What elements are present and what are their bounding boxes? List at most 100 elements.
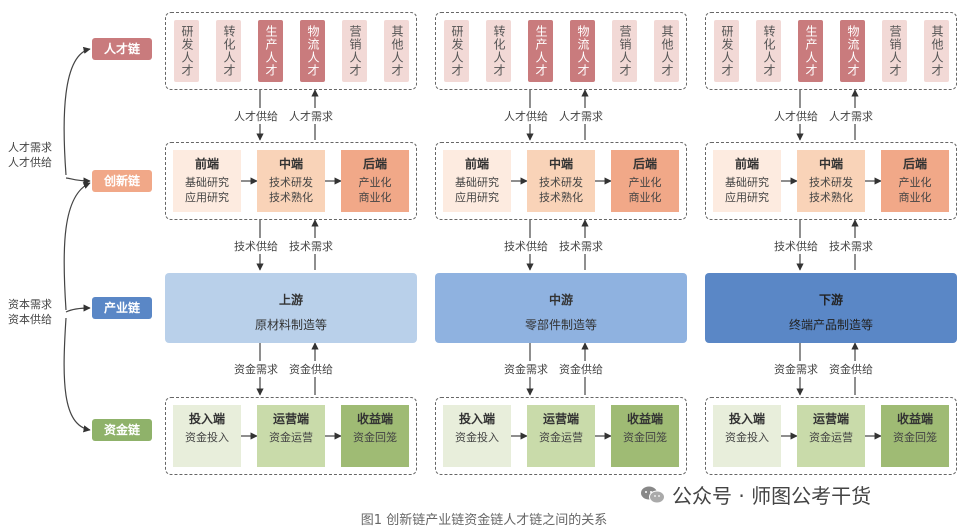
industry-segment-desc: 零部件制造等	[524, 318, 597, 332]
industry-segment-desc: 原材料制造等	[254, 318, 327, 332]
brace-capital-to-innovation	[63, 182, 91, 311]
talent-demand-label: 人才需求	[559, 108, 603, 124]
capital-needs-note: 资本需求 资本供给	[8, 298, 52, 326]
brace-to-talent	[63, 46, 91, 176]
capital-stage-line: 资金投入	[455, 431, 499, 444]
talent-item: 研发人才	[174, 20, 199, 82]
talent-demand-label: 人才需求	[829, 108, 873, 124]
brace-to-innovation	[65, 177, 91, 185]
tech-demand-label: 技术需求	[829, 238, 873, 254]
innovation-stage-title: 前端	[734, 157, 759, 171]
innovation-stage-line: 基础研究	[185, 176, 229, 189]
capital-stage: 投入端资金投入	[173, 405, 241, 467]
innovation-stage-line: 应用研究	[725, 191, 769, 204]
capital-box-0	[165, 397, 417, 475]
tech-supply-label: 技术供给	[774, 238, 818, 254]
industry-segment: 中游零部件制造等	[435, 273, 687, 343]
capital-stage: 运营端资金运营	[527, 405, 595, 467]
talent-item: 其他人才	[654, 20, 679, 82]
talent-item: 其他人才	[924, 20, 949, 82]
innovation-stage: 后端产业化商业化	[881, 150, 949, 212]
innovation-stage-line: 产业化	[628, 176, 662, 189]
capital-stage-title: 收益端	[896, 412, 933, 426]
capital-stage-line: 资金回笼	[353, 431, 397, 444]
capital-stage-title: 运营端	[542, 412, 579, 426]
brace-to-industry	[65, 304, 91, 313]
capital-stage-title: 收益端	[626, 412, 663, 426]
industry-segment: 下游终端产品制造等	[705, 273, 957, 343]
innovation-stage-line: 商业化	[898, 191, 932, 204]
talent-supply-label: 人才供给	[504, 108, 548, 124]
chain-label-innovation: 创新链	[92, 170, 152, 192]
innovation-stage-line: 产业化	[898, 176, 932, 189]
innovation-stage-title: 中端	[548, 157, 573, 171]
capital-stage: 投入端资金投入	[713, 405, 781, 467]
talent-box-0	[165, 12, 417, 90]
capital-supply-label: 资金供给	[559, 361, 603, 377]
capital-stage-line: 资金投入	[725, 431, 769, 444]
industry-segment-title: 下游	[818, 293, 843, 307]
innovation-stage-line: 产业化	[358, 176, 392, 189]
talent-box-2	[705, 12, 957, 90]
capital-supply-label: 资金供给	[289, 361, 333, 377]
talent-item: 生产人才	[798, 20, 823, 82]
capital-demand-label: 资金需求	[774, 361, 818, 377]
figure-caption: 图1 创新链产业链资金链人才链之间的关系	[360, 513, 608, 528]
talent-item: 物流人才	[570, 20, 595, 82]
watermark-text: 公众号 · 师图公考干货	[672, 484, 872, 508]
talent-item: 其他人才	[384, 20, 409, 82]
innovation-stage-line: 技术熟化	[539, 191, 583, 204]
talent-item: 研发人才	[444, 20, 469, 82]
innovation-box-0	[165, 142, 417, 220]
capital-stage-line: 资金运营	[809, 431, 853, 444]
talent-item: 转化人才	[756, 20, 781, 82]
capital-supply-label: 资金供给	[829, 361, 873, 377]
capital-stage-title: 收益端	[356, 412, 393, 426]
talent-item: 转化人才	[486, 20, 511, 82]
innovation-stage: 后端产业化商业化	[611, 150, 679, 212]
innovation-stage: 中端技术研发技术熟化	[257, 150, 325, 212]
innovation-stage-line: 基础研究	[455, 176, 499, 189]
innovation-stage-line: 应用研究	[455, 191, 499, 204]
talent-item: 物流人才	[300, 20, 325, 82]
tech-demand-label: 技术需求	[559, 238, 603, 254]
industry-segment-desc: 终端产品制造等	[788, 318, 873, 332]
capital-stage-title: 投入端	[728, 412, 765, 426]
industry-segment-title: 上游	[278, 293, 303, 307]
innovation-stage-title: 中端	[818, 157, 843, 171]
capital-stage-title: 运营端	[812, 412, 849, 426]
talent-box-1	[435, 12, 687, 90]
chain-label-industry: 产业链	[92, 297, 152, 319]
innovation-stage: 后端产业化商业化	[341, 150, 409, 212]
talent-item: 生产人才	[528, 20, 553, 82]
innovation-stage-title: 前端	[194, 157, 219, 171]
talent-item: 研发人才	[714, 20, 739, 82]
innovation-stage: 中端技术研发技术熟化	[797, 150, 865, 212]
capital-box-1	[435, 397, 687, 475]
capital-stage-line: 资金运营	[539, 431, 583, 444]
watermark: 公众号 · 师图公考干货	[640, 480, 871, 509]
capital-stage: 运营端资金运营	[257, 405, 325, 467]
innovation-stage-title: 前端	[464, 157, 489, 171]
innovation-stage: 中端技术研发技术熟化	[527, 150, 595, 212]
capital-demand-label: 资金需求	[504, 361, 548, 377]
innovation-stage-title: 后端	[632, 157, 657, 171]
talent-demand-label: 人才需求	[289, 108, 333, 124]
talent-item: 转化人才	[216, 20, 241, 82]
innovation-stage: 前端基础研究应用研究	[713, 150, 781, 212]
innovation-stage-line: 技术熟化	[809, 191, 853, 204]
talent-item: 营销人才	[882, 20, 907, 82]
innovation-stage-title: 后端	[362, 157, 387, 171]
innovation-stage-line: 技术研发	[539, 176, 583, 189]
innovation-stage: 前端基础研究应用研究	[443, 150, 511, 212]
capital-stage: 投入端资金投入	[443, 405, 511, 467]
tech-supply-label: 技术供给	[234, 238, 278, 254]
capital-stage-title: 投入端	[458, 412, 495, 426]
industry-segment-title: 中游	[548, 293, 573, 307]
innovation-stage-title: 中端	[278, 157, 303, 171]
wechat-icon	[641, 486, 665, 503]
industry-segment: 上游原材料制造等	[165, 273, 417, 343]
tech-supply-label: 技术供给	[504, 238, 548, 254]
chain-label-talent: 人才链	[92, 38, 152, 60]
capital-stage: 收益端资金回笼	[881, 405, 949, 467]
